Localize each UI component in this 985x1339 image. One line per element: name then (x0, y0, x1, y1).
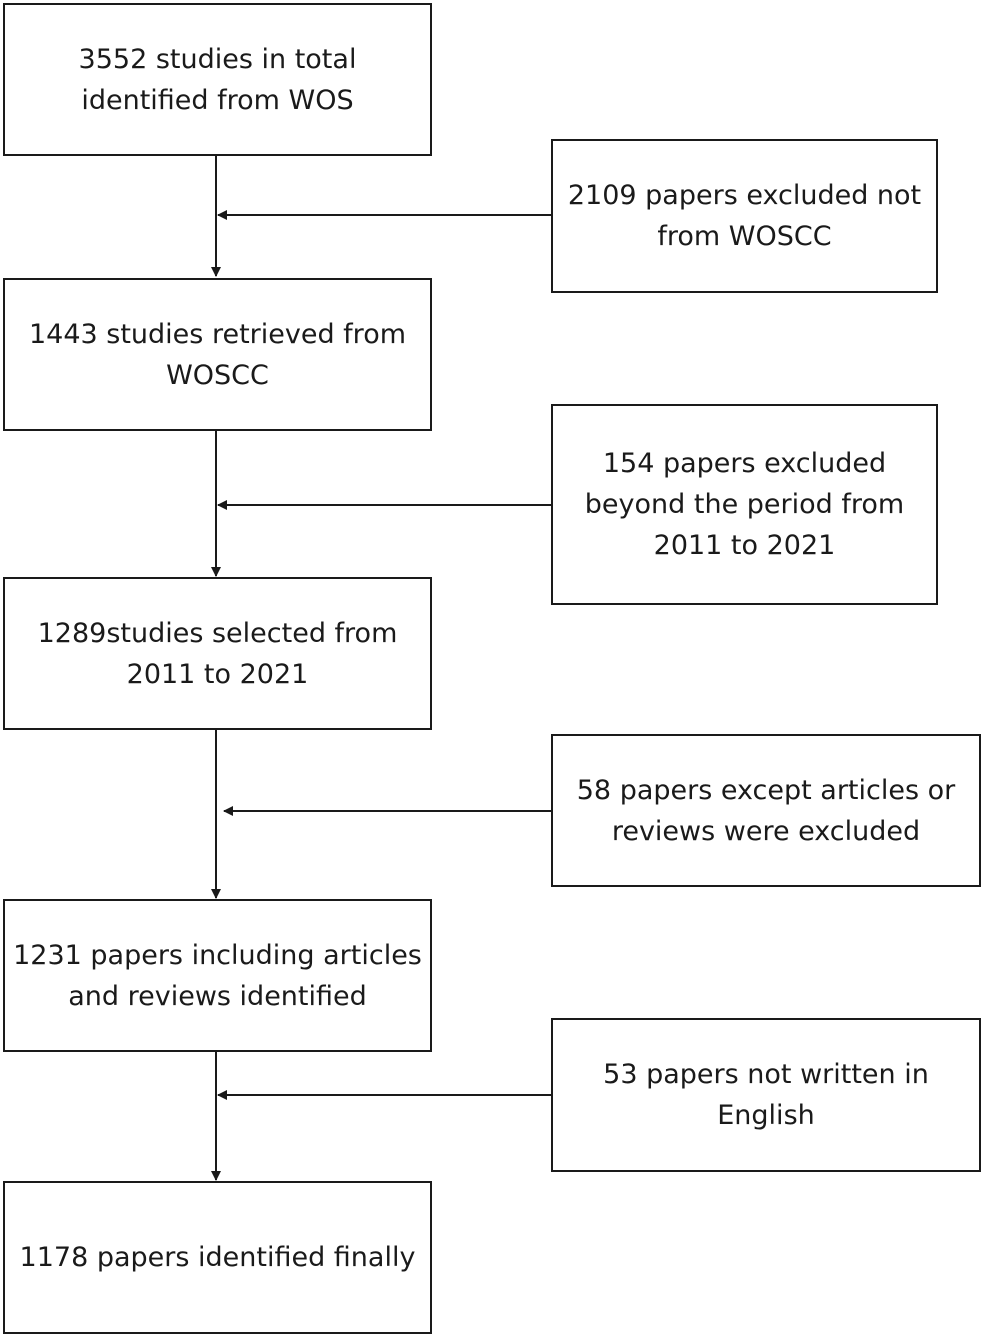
exclusion-box-not-woscc: 2109 papers excluded not from WOSCC (551, 139, 938, 293)
exclusion-box-type: 58 papers except articles or reviews wer… (551, 734, 981, 887)
step-text: 1231 papers including articles and revie… (13, 939, 422, 1012)
step-box-retrieved: 1443 studies retrieved from WOSCC (3, 278, 432, 431)
step-box-selected: 1289studies selected from 2011 to 2021 (3, 577, 432, 730)
step-box-identified: 3552 studies in total identified from WO… (3, 3, 432, 156)
exclusion-text: 154 papers excluded beyond the period fr… (584, 448, 905, 561)
step-text: 3552 studies in total identified from WO… (78, 43, 357, 116)
step-box-articles-reviews: 1231 papers including articles and revie… (3, 899, 432, 1052)
step-text: 1178 papers identified finally (19, 1242, 416, 1273)
step-text: 1289studies selected from 2011 to 2021 (37, 617, 398, 690)
exclusion-box-language: 53 papers not written in English (551, 1018, 981, 1172)
step-box-final: 1178 papers identified finally (3, 1181, 432, 1334)
exclusion-text: 58 papers except articles or reviews wer… (576, 774, 956, 847)
step-text: 1443 studies retrieved from WOSCC (28, 318, 407, 391)
exclusion-text: 53 papers not written in English (603, 1059, 929, 1131)
exclusion-box-period: 154 papers excluded beyond the period fr… (551, 404, 938, 605)
exclusion-text: 2109 papers excluded not from WOSCC (567, 180, 922, 252)
